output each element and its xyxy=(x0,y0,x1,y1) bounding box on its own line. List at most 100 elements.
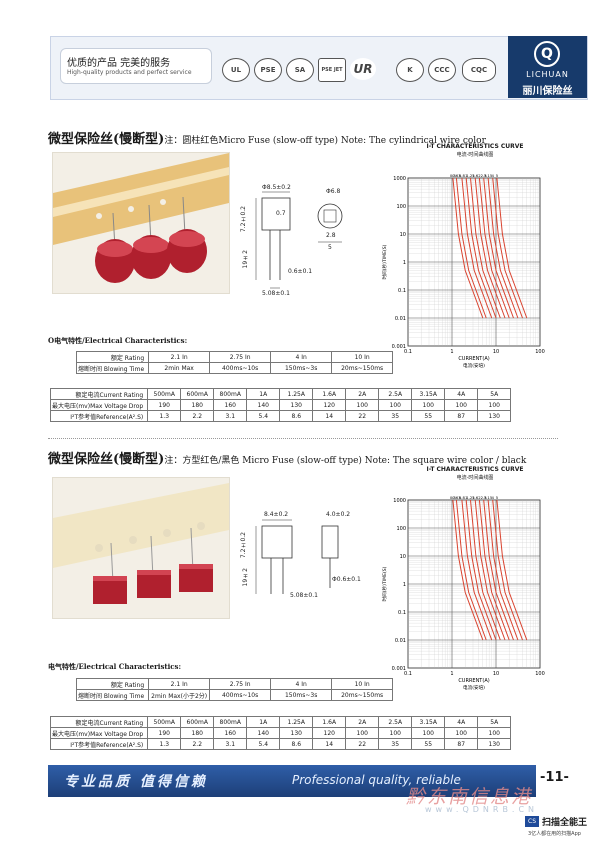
square-fuse-photo xyxy=(52,477,230,619)
curve-2A xyxy=(478,499,510,641)
table-cell: 2.5A xyxy=(378,716,413,728)
dim-body-depth: 4.0±0.2 xyxy=(326,511,351,518)
table-cell: 140 xyxy=(246,727,281,739)
table-cell: 1.25A xyxy=(279,388,314,400)
dim-diameter-body: Φ8.5±0.2 xyxy=(262,184,291,191)
table-cell: 87 xyxy=(444,738,479,750)
table-cell: 1.6A xyxy=(312,388,347,400)
table-cell: 1A xyxy=(246,716,281,728)
section-divider xyxy=(48,438,558,439)
table-cell: 100 xyxy=(444,399,479,411)
dim-lead-diameter: 0.6±0.1 xyxy=(288,268,313,275)
table-cell: 2.1 In xyxy=(148,678,211,690)
y-tick-label: 0.1 xyxy=(398,610,406,616)
curve-1.6A xyxy=(474,499,506,641)
table-cell: 额定电流Current Rating xyxy=(49,716,149,728)
k-cert-icon: K xyxy=(396,58,424,82)
cylindrical-fuse-photo xyxy=(52,152,230,294)
curve-600mA xyxy=(455,499,487,641)
dim-body-width: 8.4±0.2 xyxy=(264,511,289,518)
table-cell: 120 xyxy=(312,399,347,411)
x-tick-label: 100 xyxy=(535,671,545,677)
section2-title: 微型保险丝(慢断型)注：方型红色/黑色 Micro Fuse (slow-off… xyxy=(48,452,527,467)
table-cell: 400ms~10s xyxy=(209,362,272,374)
curve-1.25A xyxy=(470,177,501,319)
curve1-title: I-T CHARACTERISTICS CURVE xyxy=(426,143,524,150)
table-cell: 500mA xyxy=(147,716,182,728)
table-cell: 180 xyxy=(180,727,215,739)
y-axis-label: 时间(秒)TIME(S) xyxy=(381,244,388,279)
table-cell: 100 xyxy=(444,727,479,739)
top-rating-label: 0.63 xyxy=(452,173,461,178)
table-cell: 800mA xyxy=(213,716,248,728)
table-cell: 额定电流Current Rating xyxy=(49,388,149,400)
section1-rating-table: 额定 Rating 2.1 In 2.75 In 4 In 10 In 熔断时间… xyxy=(75,351,394,374)
table-cell: 1.6A xyxy=(312,716,347,728)
table-cell: 14 xyxy=(312,738,347,750)
curve-1.25A xyxy=(470,499,501,641)
table-cell: 100 xyxy=(345,727,380,739)
curve-4A xyxy=(492,499,523,641)
curve-800mA xyxy=(461,177,493,319)
top-rating-label: 2.5 xyxy=(481,173,488,178)
curve-4A xyxy=(492,177,523,319)
top-rating-label: 4 xyxy=(491,173,494,178)
slogan-en: High-quality products and perfect servic… xyxy=(67,69,192,76)
footer-slogan-en: Professional quality, reliable xyxy=(292,773,461,787)
pse-jet-cert-icon: PSE JET xyxy=(318,58,346,82)
dim-lead-length: 19±2 xyxy=(242,250,249,269)
table-cell: 500mA xyxy=(147,388,182,400)
curve-1.6A xyxy=(474,177,506,319)
curve1-subtitle: 电流-时间曲线图 xyxy=(456,152,494,158)
table-cell: 1A xyxy=(246,388,281,400)
top-rating-label: 0.8 xyxy=(459,495,466,500)
curve-5A xyxy=(496,177,528,319)
x-axis-label-cn: 电流(安培) xyxy=(463,684,485,691)
table-row: 额定 Rating 2.1 In 2.75 In 4 In 10 In xyxy=(75,678,394,690)
table-cell: 4A xyxy=(444,388,479,400)
y-tick-label: 10 xyxy=(400,554,406,560)
table-cell: 190 xyxy=(147,399,182,411)
table-cell: 140 xyxy=(246,399,281,411)
x-tick-label: 0.1 xyxy=(404,671,412,677)
table-cell: 130 xyxy=(477,738,512,750)
table-cell: 20ms~150ms xyxy=(331,689,394,701)
table-cell: 8.6 xyxy=(279,410,314,422)
top-rating-label: 1.6 xyxy=(472,173,479,178)
top-rating-label: 5 xyxy=(496,495,499,500)
x-tick-label: 1 xyxy=(450,349,453,355)
table-row: 额定电流Current Rating 500mA 600mA 800mA 1A … xyxy=(49,388,512,400)
x-axis-label: CURRENT(A) xyxy=(458,678,489,684)
table-cell: I²T参考值Reference(A².S) xyxy=(49,410,149,422)
table-cell: 180 xyxy=(180,399,215,411)
curve-5A xyxy=(496,499,528,641)
table-cell: 150ms~3s xyxy=(270,362,333,374)
y-tick-label: 1000 xyxy=(393,498,406,504)
table-cell: 2.1 In xyxy=(148,351,211,363)
table-row: I²T参考值Reference(A².S) 1.3 2.2 3.1 5.4 8.… xyxy=(49,410,512,422)
table-cell: 4A xyxy=(444,716,479,728)
table-cell: 100 xyxy=(378,727,413,739)
table-cell: 100 xyxy=(378,399,413,411)
table-cell: 10 In xyxy=(331,678,394,690)
table-cell: 87 xyxy=(444,410,479,422)
table-cell: 160 xyxy=(213,399,248,411)
table-cell: 最大电压(mv)Max Voltage Drop xyxy=(49,399,149,411)
table-cell: 120 xyxy=(312,727,347,739)
table-cell: 190 xyxy=(147,727,182,739)
curve-3.15A xyxy=(487,177,519,319)
watermark-text: 黔东南信息港 xyxy=(406,786,533,808)
curve-2A xyxy=(478,177,510,319)
y-tick-label: 1 xyxy=(403,582,406,588)
top-rating-label: 1.25 xyxy=(466,495,475,500)
table-cell: 20ms~150ms xyxy=(331,362,394,374)
dim-lead-pitch: 5.08±0.1 xyxy=(262,290,290,297)
table-cell: 14 xyxy=(312,410,347,422)
curve-1A xyxy=(465,177,497,319)
table-cell: 130 xyxy=(279,727,314,739)
curve-2.5A xyxy=(483,499,514,641)
y-tick-label: 0.001 xyxy=(392,344,406,350)
x-tick-label: 10 xyxy=(493,349,499,355)
table-cell: 100 xyxy=(411,399,446,411)
brand-block: Q LICHUAN 丽川保险丝 xyxy=(508,36,587,98)
